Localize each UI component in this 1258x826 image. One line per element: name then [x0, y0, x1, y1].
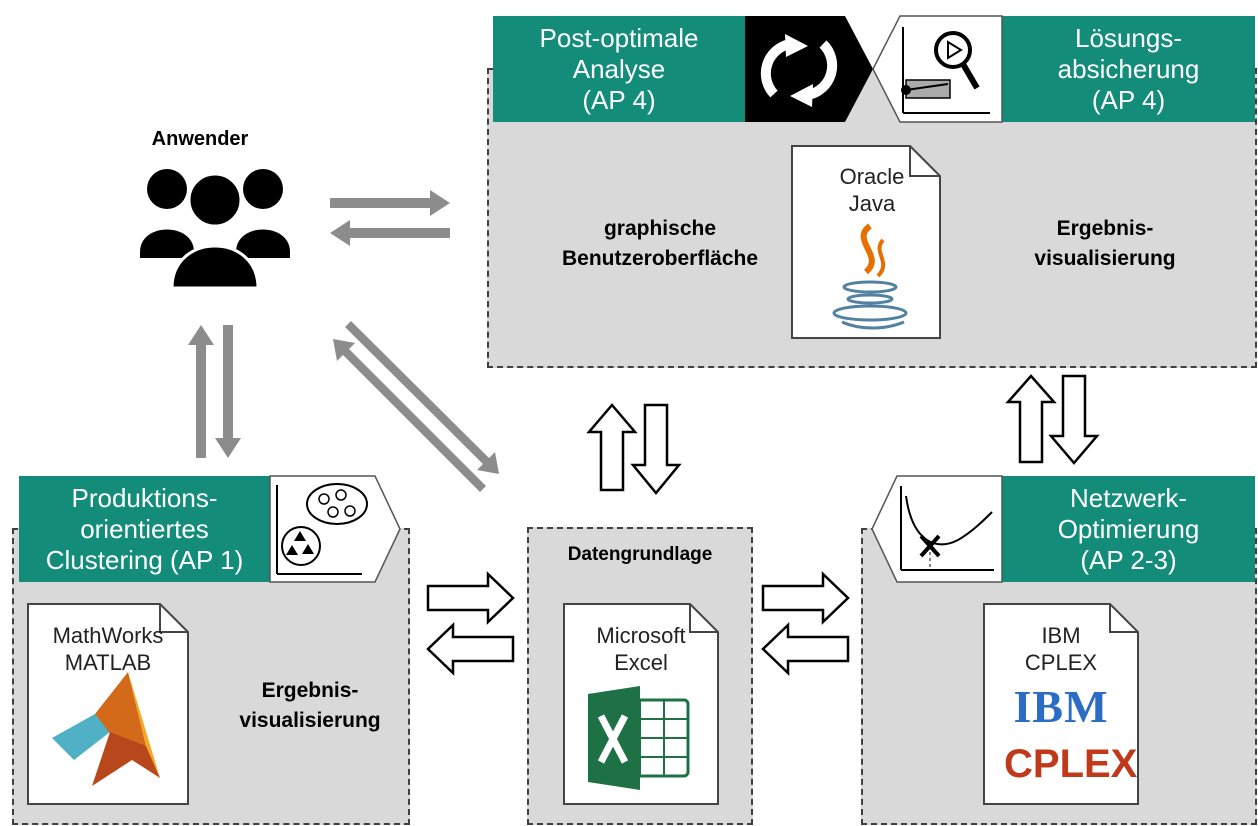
- ibm-logo: IBM: [1013, 681, 1109, 732]
- clustering-header: Produktions- orientiertes Clustering (AP…: [19, 476, 270, 582]
- arrow-data-to-gui: [586, 403, 638, 492]
- cplex-logo: CPLEX: [1004, 742, 1138, 786]
- top-result-visualization-label: Ergebnis- visualisierung: [1034, 217, 1176, 270]
- arrow-user-to-data: [345, 321, 499, 474]
- arrow-network-to-gui: [1005, 374, 1057, 464]
- arrow-gui-to-user: [330, 220, 450, 246]
- arrow-user-to-clustering: [215, 325, 241, 458]
- arrow-clustering-to-data: [426, 571, 515, 625]
- network-optimization-header: Netzwerk- Optimierung (AP 2-3): [1002, 476, 1255, 582]
- gui-label: graphische Benutzeroberfläche: [561, 217, 759, 270]
- java-doc-label: Oracle Java: [839, 164, 905, 216]
- user-label: Anwender: [151, 128, 249, 150]
- arrow-data-to-network: [761, 571, 850, 625]
- arrow-gui-to-network: [1048, 374, 1100, 465]
- data-panel-title: Datengrundlage: [567, 544, 713, 565]
- excel-doc-label: Microsoft Excel: [596, 623, 686, 675]
- arrow-network-to-data: [761, 622, 850, 676]
- matlab-doc-label: MathWorks MATLAB: [52, 623, 164, 675]
- arrow-user-to-gui: [330, 190, 450, 216]
- solution-validation-header: Lösungs- absicherung (AP 4): [1002, 16, 1255, 122]
- arrow-gui-to-data: [630, 403, 682, 495]
- arrow-clustering-to-user: [188, 325, 214, 458]
- cplex-doc-label: IBM CPLEX: [1024, 623, 1098, 675]
- clustering-result-visualization-label: Ergebnis- visualisierung: [239, 679, 381, 732]
- arrow-data-to-clustering: [426, 622, 515, 676]
- post-optimal-analysis-header: Post-optimale Analyse (AP 4): [493, 16, 745, 122]
- arrow-data-to-user: [333, 339, 486, 492]
